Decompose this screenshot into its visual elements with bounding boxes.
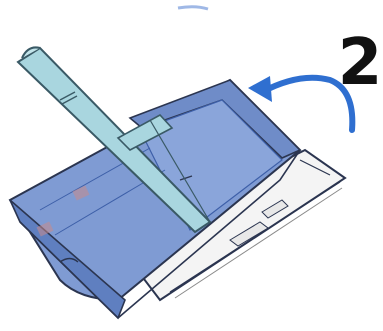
top-mark [178, 7, 208, 9]
step-number: 2 [337, 28, 383, 98]
